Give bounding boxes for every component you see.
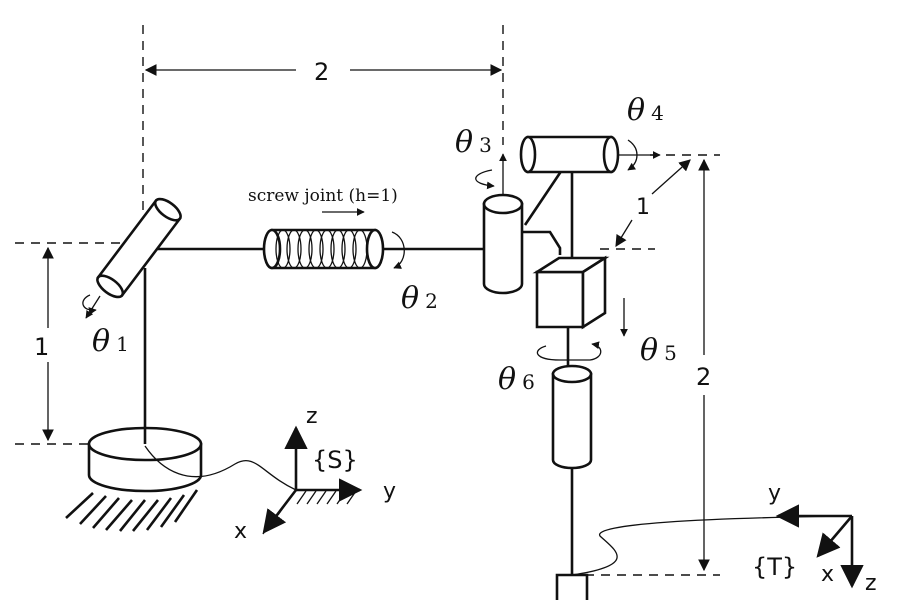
space-frame-label: {S}	[312, 446, 358, 474]
space-frame-x-label: x	[234, 519, 247, 544]
space-frame-hatching	[262, 490, 357, 535]
dimension-arrows	[42, 64, 710, 572]
tool-frame-x-label: x	[821, 562, 834, 587]
tool-frame-label: {T}	[752, 553, 797, 581]
top-length-label: 2	[314, 58, 329, 86]
joint-4-rotation-arrow	[627, 139, 638, 171]
ground-hatching	[65, 489, 199, 532]
reference-lines	[15, 25, 720, 576]
joint-4-cylinder	[519, 135, 620, 174]
space-frame-y-label: y	[383, 479, 396, 504]
space-frame-z-label: z	[306, 404, 318, 429]
joint-2-rotation-arrow	[391, 231, 405, 269]
dimension-labels: 2 1 1 2	[34, 58, 711, 391]
joint-3-rotation-arrow	[475, 169, 495, 190]
joint-1-cylinder	[96, 197, 182, 299]
space-frame: z y x {S}	[234, 404, 396, 544]
wrist-offset-label: 1	[636, 195, 650, 220]
screw-joint-coil	[262, 228, 385, 270]
end-effector	[555, 573, 589, 600]
joint-3-cylinder	[482, 193, 524, 295]
screw-joint-label: screw joint (h=1)	[248, 186, 398, 206]
joint-6-rotation-arrow	[536, 341, 602, 361]
link-height-label: 1	[34, 333, 49, 361]
tool-frame-y-label: y	[768, 481, 781, 506]
tool-frame: y x z {T}	[752, 481, 877, 596]
joint-1-rotation-arrow	[82, 294, 97, 315]
joint-6-cylinder	[551, 364, 593, 470]
links	[143, 157, 574, 575]
robot-base	[65, 426, 203, 532]
tool-frame-link-curve	[571, 515, 851, 576]
joint-5-cube	[532, 255, 610, 330]
joint-1-axis-arrow	[85, 295, 101, 319]
base-frame-link-curve	[144, 445, 297, 491]
tool-frame-z-label: z	[865, 571, 877, 596]
tool-drop-label: 2	[696, 363, 711, 391]
